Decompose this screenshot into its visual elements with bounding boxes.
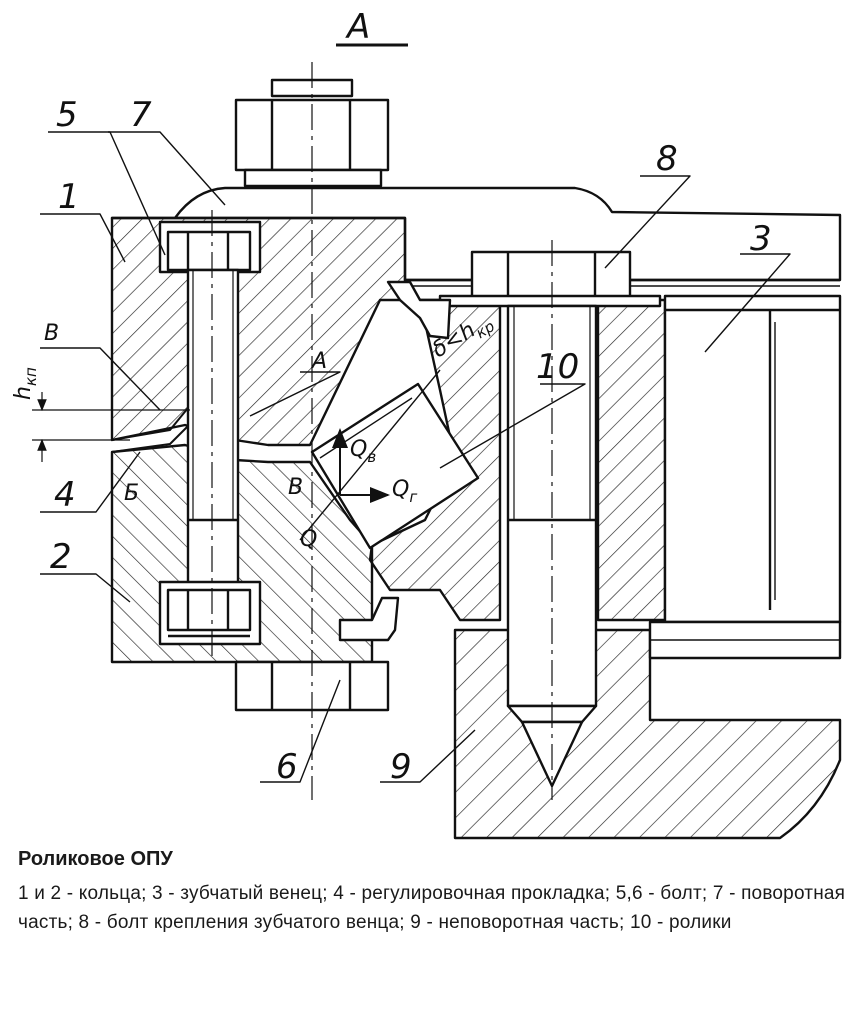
callout-5: 5 (56, 95, 78, 135)
leader-8 (604, 175, 691, 269)
callout-10: 10 (536, 347, 579, 387)
inner-ring-right (596, 298, 667, 622)
lower-seal (338, 596, 400, 642)
label-b-left: В (44, 321, 59, 346)
caption: Роликовое ОПУ 1 и 2 - кольца; 3 - зубчат… (18, 848, 858, 937)
gear-rim-3 (648, 294, 842, 660)
label-q: Q (300, 527, 317, 552)
roller-10 (310, 382, 480, 550)
callout-3: 3 (750, 219, 772, 259)
shim-4 (111, 407, 189, 453)
view-label: А (345, 7, 370, 47)
leader-2 (40, 573, 131, 603)
inner-ring (368, 298, 502, 622)
leader-4 (40, 451, 141, 513)
callout-4: 4 (54, 475, 76, 515)
upper-seal (386, 280, 452, 340)
leader-6 (260, 679, 341, 783)
label-qb: Qв (350, 437, 376, 466)
callout-8: 8 (656, 139, 678, 179)
callout-6: 6 (276, 747, 298, 787)
opu-section-drawing: А 5 7 1 4 2 6 9 8 3 10 В В Б А Q Qв Qг h… (11, 7, 842, 840)
top-nut (234, 78, 390, 188)
leader-1 (40, 213, 126, 263)
leader-3 (704, 253, 791, 353)
callout-9: 9 (390, 747, 412, 787)
callout-7: 7 (130, 95, 152, 135)
leader-a (249, 371, 341, 417)
bolt-5 (158, 220, 262, 646)
label-b-right: В (288, 475, 303, 500)
label-be: Б (124, 481, 139, 506)
caption-title: Роликовое ОПУ (18, 848, 173, 870)
label-a: А (310, 349, 327, 374)
label-qr: Qг (392, 477, 417, 506)
leader-9 (380, 729, 476, 783)
caption-text: 1 и 2 - кольца; 3 - зубчатый венец; 4 - … (18, 883, 846, 933)
leader-b (40, 347, 161, 411)
leader-7 (108, 131, 226, 206)
rotating-part-7 (110, 186, 842, 282)
label-h-kp: hкп (11, 367, 40, 400)
ring-1 (110, 216, 407, 447)
callout-2: 2 (50, 537, 72, 577)
callout-1: 1 (58, 177, 80, 217)
leader-10 (439, 383, 586, 469)
